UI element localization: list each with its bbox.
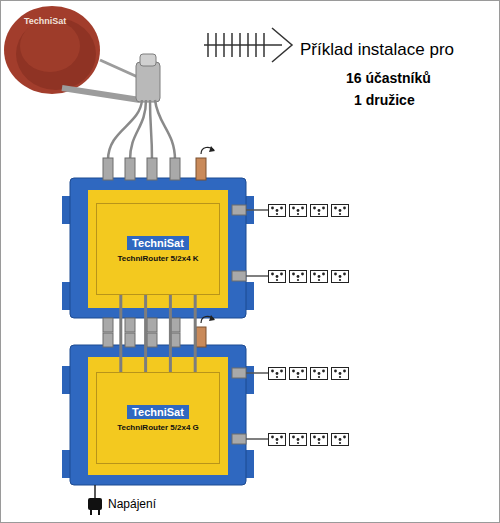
cascade-cable	[119, 295, 122, 372]
subscriber-count: 16 účastníků	[346, 70, 431, 86]
cascade-cable	[169, 295, 172, 372]
dish-brand: TechniSat	[24, 16, 66, 26]
brand-name: TechniSat	[127, 405, 189, 419]
power-label: Napájení	[108, 497, 156, 511]
cascade-cable	[194, 295, 197, 372]
model-name: TechniRouter 5/2x4 K	[117, 254, 198, 263]
cascade-cable	[144, 295, 147, 372]
multiswitch-panel: TechniSatTechniRouter 5/2x4 K	[96, 203, 220, 295]
multiswitch-panel: TechniSatTechniRouter 5/2x4 G	[96, 372, 220, 464]
model-name: TechniRouter 5/2x4 G	[117, 423, 199, 432]
satellite-count: 1 družice	[354, 92, 415, 108]
diagram-title: Příklad instalace pro	[300, 40, 454, 60]
brand-name: TechniSat	[127, 236, 189, 250]
